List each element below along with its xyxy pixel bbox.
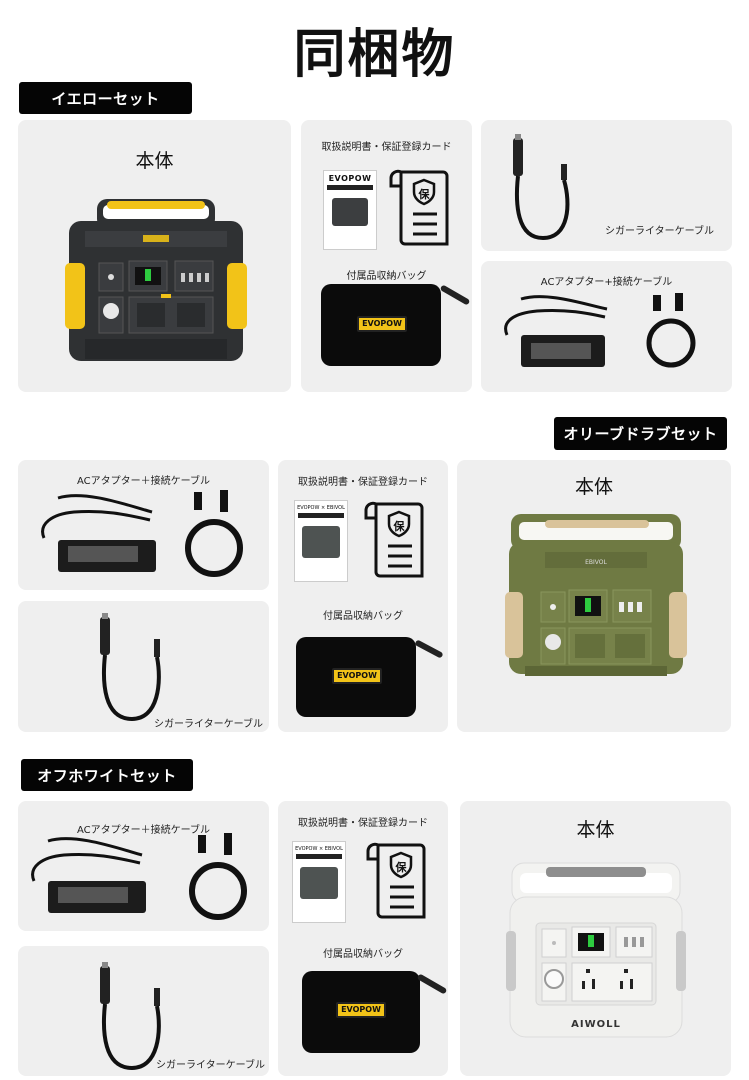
ac-adapter-image [497,291,617,373]
manual-booklet-image: EVOPOW × EBIVOL [294,500,348,582]
manual-booklet-image: EVOPOW × EBIVOL [292,841,346,923]
cigar-cable-image [92,613,172,725]
power-cord-image [180,488,250,582]
main-unit-label: 本体 [574,476,613,498]
power-cord-image [184,831,254,925]
ac-adapter-image [24,833,154,919]
main-unit-label: 本体 [576,819,615,841]
ac-adapter-panel-olive: ACアタプター＋接続ケーブル [18,460,269,590]
manual-card-label: 取扱説明書・保証登録カード [298,477,428,488]
cigar-cable-image [92,962,172,1074]
warranty-card-icon: 保 [364,841,428,921]
power-station-offwhite-image: AIWOLL [506,861,686,1041]
power-station-yellow-image [65,197,247,367]
main-unit-panel-olive: 本体 EBIVOL [457,460,731,732]
main-unit-panel-yellow: 本体 [18,120,291,392]
main-unit-panel-offwhite: 本体 AIWOLL [460,801,731,1076]
accessory-bag-image: EVOPOW [321,284,441,366]
manual-bag-panel-olive: 取扱説明書・保証登録カード EVOPOW × EBIVOL 保 付属品収納バッグ… [278,460,448,732]
ac-adapter-panel-yellow: ACアタプター+接続ケーブル [481,261,732,392]
cigar-cable-image [505,134,585,246]
svg-text:保: 保 [418,187,431,201]
cigar-cable-label: シガーライターケーブル [154,719,263,730]
cigar-cable-panel-offwhite: シガーライターケーブル [18,946,269,1076]
bag-zipper-pull [414,639,444,659]
warranty-card-icon: 保 [362,500,426,580]
cigar-cable-label: シガーライターケーブル [605,226,714,237]
bag-zipper-pull [416,973,448,995]
ac-adapter-label: ACアタプター＋接続ケーブル [76,825,211,836]
set-badge-yellow: イエローセット [19,82,192,114]
svg-text:保: 保 [393,519,406,533]
cigar-cable-panel-yellow: シガーライターケーブル [481,120,732,251]
ac-adapter-panel-offwhite: ACアタプター＋接続ケーブル [18,801,269,931]
manual-bag-panel-offwhite: 取扱説明書・保証登録カード EVOPOW × EBIVOL 保 付属品収納バッグ… [278,801,448,1076]
warranty-card-icon: 保 [387,168,451,248]
svg-text:EBIVOL: EBIVOL [585,559,607,566]
accessory-bag-image: EVOPOW [296,637,416,717]
ac-adapter-label: ACアタプター＋接続ケーブル [76,476,211,487]
power-station-olive-image: EBIVOL [505,512,687,678]
cigar-cable-label: シガーライターケーブル [156,1060,265,1071]
bag-zipper-pull [439,284,471,306]
manual-bag-panel-yellow: 取扱説明書・保証登録カード EVOPOW 保 付属品収納バッグ EVOPOW [301,120,472,392]
manual-booklet-image: EVOPOW [323,170,377,250]
page-title: 同梱物 [293,25,456,85]
bag-label: 付属品収納バッグ [323,949,403,960]
svg-text:AIWOLL: AIWOLL [571,1019,621,1030]
accessory-bag-image: EVOPOW [302,971,420,1053]
cigar-cable-panel-olive: シガーライターケーブル [18,601,269,732]
ac-adapter-image [34,490,164,576]
ac-adapter-label: ACアタプター+接続ケーブル [540,277,673,288]
set-badge-offwhite: オフホワイトセット [21,759,193,791]
bag-label: 付属品収納バッグ [323,611,403,622]
power-cord-image [641,291,701,373]
manual-card-label: 取扱説明書・保証登録カード [321,142,452,153]
svg-text:保: 保 [395,860,408,874]
main-unit-label: 本体 [135,150,174,172]
manual-card-label: 取扱説明書・保証登録カード [298,818,428,829]
bag-label: 付属品収納バッグ [346,271,427,282]
set-badge-olive: オリーブドラブセット [554,417,727,450]
